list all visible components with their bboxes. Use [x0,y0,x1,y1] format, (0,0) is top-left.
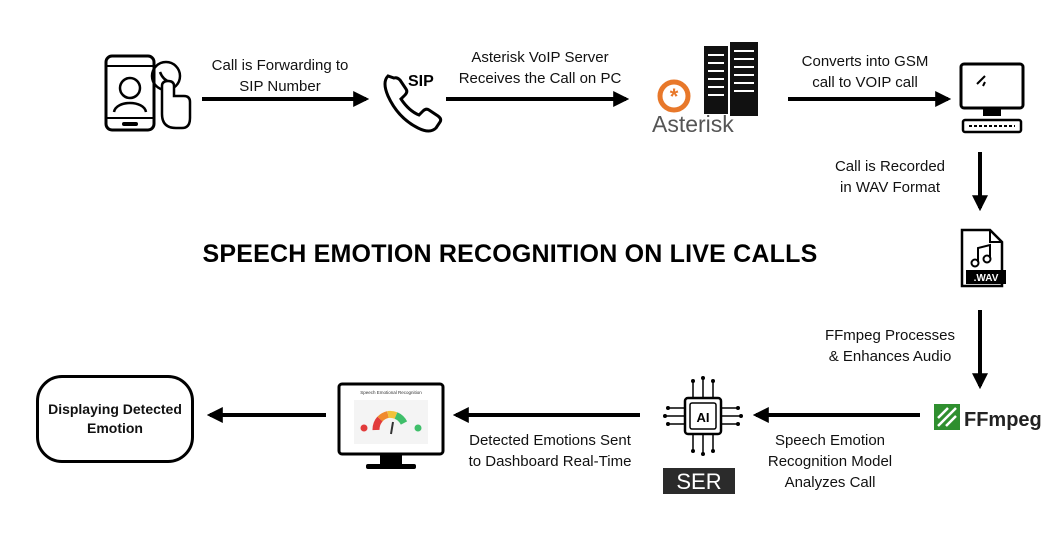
asterisk-server-icon: * Asterisk [652,42,758,137]
ai-text: AI [697,410,710,425]
dashboard-monitor-icon: Speech Emotional Recognition [337,382,445,469]
sip-text: SIP [408,73,434,90]
wav-file-icon: .WAV [960,228,1006,288]
computer-icon [959,62,1025,134]
ffmpeg-logo-icon: FFmpeg [934,404,1042,431]
phone-caller-icon [104,54,192,132]
emotion-gauge [372,410,408,431]
svg-text:*: * [670,84,679,109]
dashboard-title-text: Speech Emotional Recognition [360,390,422,395]
ffmpeg-text: FFmpeg [964,409,1042,431]
diagram-title: SPEECH EMOTION RECOGNITION ON LIVE CALLS [202,240,818,268]
sip-phone-icon: SIP [383,73,443,133]
ser-text: SER [676,469,721,494]
wav-text: .WAV [974,273,999,284]
ai-chip-icon: AI SER [663,376,743,494]
asterisk-logo-text: Asterisk [652,111,734,137]
label-ffmpeg-processes: FFmpeg Processes& Enhances Audio [824,327,956,365]
